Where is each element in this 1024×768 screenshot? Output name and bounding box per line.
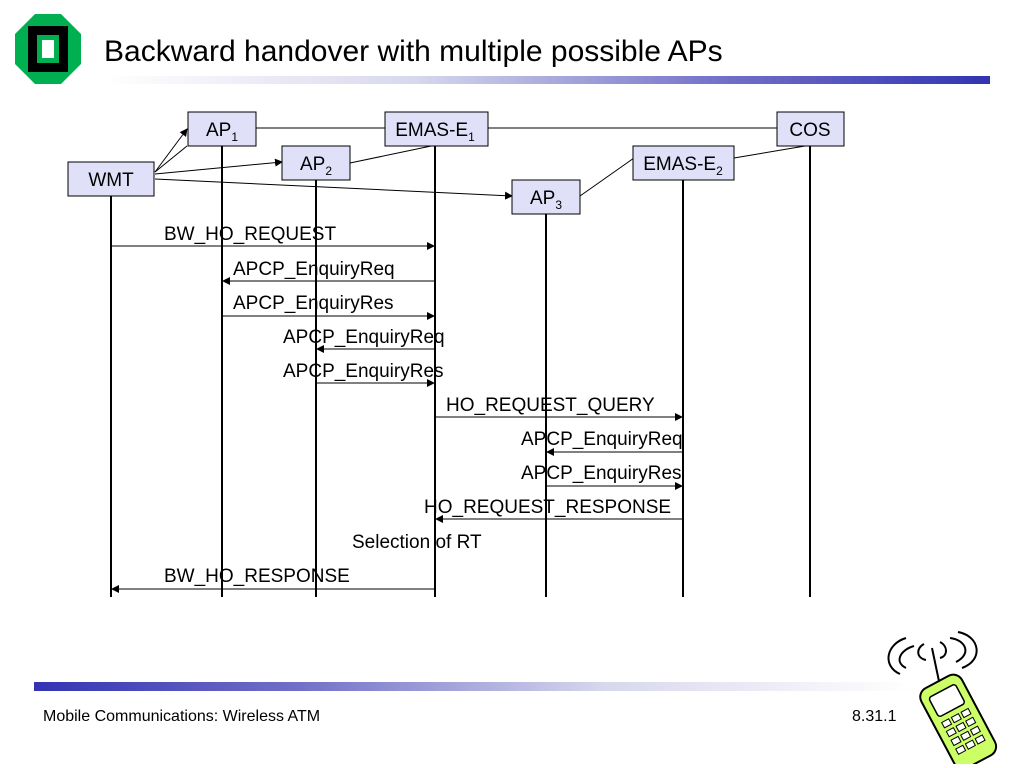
footer-course-title: Mobile Communications: Wireless ATM xyxy=(43,708,321,725)
msg-label-enquiryres-ap1: APCP_EnquiryRes xyxy=(233,293,394,314)
msg-label-ho-request-query: HO_REQUEST_QUERY xyxy=(446,395,655,416)
node-emas2-label: EMAS-E xyxy=(643,154,716,175)
mobile-phone-clipart-icon xyxy=(887,631,998,764)
node-emas1: EMAS-E1 xyxy=(384,111,489,147)
msg-label-selection-of-rt: Selection of RT xyxy=(352,532,482,553)
msg-label-ho-request-response: HO_REQUEST_RESPONSE xyxy=(424,497,671,518)
messages xyxy=(111,242,683,593)
node-cos-label: COS xyxy=(789,120,830,141)
node-wmt-label: WMT xyxy=(88,170,134,191)
message-labels: BW_HO_REQUEST APCP_EnquiryReq APCP_Enqui… xyxy=(164,224,683,587)
svg-text:EMAS-E2: EMAS-E2 xyxy=(643,154,723,178)
node-emas2-sub: 2 xyxy=(716,164,723,178)
node-emas1-label: EMAS-E xyxy=(395,120,468,141)
node-ap1: AP1 xyxy=(187,111,257,147)
msg-label-enquiryreq-ap3: APCP_EnquiryReq xyxy=(521,429,683,450)
lifelines xyxy=(110,146,811,597)
link-emas2-cos xyxy=(733,144,812,159)
slide-title: Backward handover with multiple possible… xyxy=(104,35,723,68)
node-ap3-sub: 3 xyxy=(555,198,562,212)
node-emas1-sub: 1 xyxy=(468,130,475,144)
topology-links xyxy=(154,127,812,200)
node-ap2-label: AP xyxy=(300,154,325,175)
msg-label-bw-ho-request: BW_HO_REQUEST xyxy=(164,224,336,245)
svg-text:AP2: AP2 xyxy=(300,154,332,178)
svg-text:EMAS-E1: EMAS-E1 xyxy=(395,120,475,144)
node-ap1-label: AP xyxy=(206,120,231,141)
msg-label-enquiryreq-ap1: APCP_EnquiryReq xyxy=(233,259,395,280)
svg-text:AP1: AP1 xyxy=(206,120,238,144)
handover-sequence-diagram: AP1 EMAS-E1 COS AP2 EMAS-E2 WMT AP3 BW_ xyxy=(67,111,845,597)
link-ap2-emas1 xyxy=(349,144,437,164)
svg-text:AP3: AP3 xyxy=(530,188,562,212)
msg-label-enquiryres-ap3: APCP_EnquiryRes xyxy=(521,463,682,484)
msg-label-bw-ho-response: BW_HO_RESPONSE xyxy=(164,566,350,587)
msg-label-enquiryres-ap2: APCP_EnquiryRes xyxy=(283,361,444,382)
link-wmt-ap3 xyxy=(154,178,513,200)
link-wmt-ap1 xyxy=(154,128,188,173)
node-cos: COS xyxy=(776,111,845,147)
msg-label-enquiryreq-ap2: APCP_EnquiryReq xyxy=(283,327,445,348)
node-ap2: AP2 xyxy=(281,145,351,181)
node-ap3-label: AP xyxy=(530,188,555,209)
node-ap3: AP3 xyxy=(511,179,581,215)
node-ap2-sub: 2 xyxy=(325,164,332,178)
node-wmt: WMT xyxy=(67,161,155,197)
node-emas2: EMAS-E2 xyxy=(632,145,735,181)
link-ap3-emas2 xyxy=(579,157,635,197)
footer-bar xyxy=(34,682,914,691)
university-logo-icon xyxy=(15,14,81,84)
title-underline-bar xyxy=(104,76,990,84)
footer-slide-number: 8.31.1 xyxy=(852,708,897,725)
node-ap1-sub: 1 xyxy=(231,130,238,144)
link-wmt-ap1-b xyxy=(154,145,188,173)
link-wmt-ap2 xyxy=(154,158,283,175)
